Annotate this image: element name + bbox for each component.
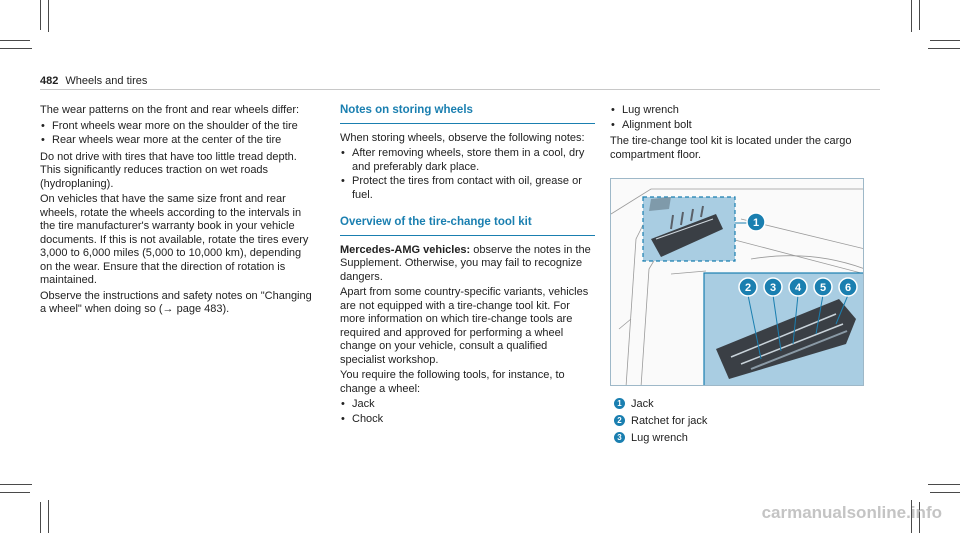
legend-number-badge: 3 <box>614 432 625 443</box>
list-item: Jack <box>340 398 595 412</box>
section-heading: Notes on storing wheels <box>340 104 595 124</box>
bold-lead: Mercedes-AMG vehicles: <box>340 243 471 256</box>
section-title: Wheels and tires <box>65 75 148 87</box>
callout-6: 6 <box>838 277 858 297</box>
paragraph: Do not drive with tires that have too li… <box>40 150 297 190</box>
crop-mark <box>928 484 960 485</box>
bullet-list: Front wheels wear more on the shoulder o… <box>40 120 315 148</box>
callout-3: 3 <box>763 277 783 297</box>
legend-text: Jack <box>631 398 654 410</box>
list-item: Protect the tires from contact with oil,… <box>340 175 595 202</box>
svg-text:5: 5 <box>820 282 826 294</box>
svg-text:4: 4 <box>795 282 802 294</box>
legend-item-jack: 1 Jack <box>614 398 654 410</box>
crop-mark <box>930 40 960 41</box>
legend-text: Lug wrench <box>631 432 688 444</box>
paragraph-text: observe the notes in the Supplement. Oth… <box>340 243 591 283</box>
crop-mark <box>911 0 912 32</box>
bullet-list: Lug wrench Alignment bolt <box>610 104 870 132</box>
crop-mark <box>0 492 30 493</box>
page-number: 482 <box>40 75 59 87</box>
svg-text:6: 6 <box>845 282 851 294</box>
list-item: Front wheels wear more on the shoulder o… <box>40 120 315 134</box>
crop-mark <box>919 0 920 30</box>
legend-number-badge: 2 <box>614 415 625 426</box>
crop-mark <box>911 500 912 533</box>
column-3: Lug wrench Alignment bolt The tire-chang… <box>610 104 870 164</box>
paragraph: The wear patterns on the front and rear … <box>40 104 300 116</box>
callout-1: 1 <box>746 212 766 232</box>
crop-mark <box>0 48 32 49</box>
paragraph: When storing wheels, observe the followi… <box>340 131 585 144</box>
column-1: The wear patterns on the front and rear … <box>40 104 315 319</box>
crop-mark <box>919 502 920 533</box>
watermark: carmanualsonline.info <box>761 503 942 522</box>
paragraph: The tire-change tool kit is located unde… <box>610 135 852 161</box>
tool-kit-illustration: 1 2 3 4 5 <box>611 188 863 385</box>
list-item: After removing wheels, store them in a c… <box>340 147 595 174</box>
bullet-list: After removing wheels, store them in a c… <box>340 147 595 202</box>
paragraph: On vehicles that have the same size fron… <box>40 193 309 286</box>
list-item: Lug wrench <box>610 104 870 118</box>
paragraph: Mercedes-AMG vehicles: observe the notes… <box>340 244 595 285</box>
header-divider <box>40 89 880 90</box>
crop-mark <box>48 500 49 533</box>
crop-mark <box>48 0 49 32</box>
crop-mark <box>40 0 41 30</box>
svg-text:1: 1 <box>753 217 759 229</box>
legend-item-lug-wrench: 3 Lug wrench <box>614 432 688 444</box>
svg-text:3: 3 <box>770 282 776 294</box>
tool-kit-figure: 1 2 3 4 5 <box>610 178 864 386</box>
tool-callout-leaders <box>747 294 849 360</box>
callout-4: 4 <box>788 277 808 297</box>
crop-mark <box>928 48 960 49</box>
crop-mark <box>0 40 30 41</box>
legend-text: Ratchet for jack <box>631 415 708 427</box>
legend-number-badge: 1 <box>614 398 625 409</box>
paragraph: You require the following tools, for ins… <box>340 369 565 395</box>
section-heading: Overview of the tire-change tool kit <box>340 216 595 236</box>
crop-mark <box>930 492 960 493</box>
paragraph-page-reference[interactable]: Observe the instructions and safety note… <box>40 289 312 316</box>
callout-5: 5 <box>813 277 833 297</box>
callout-2: 2 <box>738 277 758 297</box>
bullet-list: Jack Chock <box>340 398 595 426</box>
list-item: Chock <box>340 413 595 427</box>
list-item: Rear wheels wear more at the center of t… <box>40 134 315 148</box>
svg-text:2: 2 <box>745 282 751 294</box>
column-2: Notes on storing wheels When storing whe… <box>340 104 595 429</box>
jack-shape <box>649 197 723 257</box>
crop-mark <box>40 502 41 533</box>
legend-item-ratchet: 2 Ratchet for jack <box>614 415 707 427</box>
paragraph: Apart from some country-specific variant… <box>340 286 589 366</box>
list-item: Alignment bolt <box>610 119 870 133</box>
crop-mark <box>0 484 32 485</box>
page-header: 482 Wheels and tires <box>40 75 147 87</box>
